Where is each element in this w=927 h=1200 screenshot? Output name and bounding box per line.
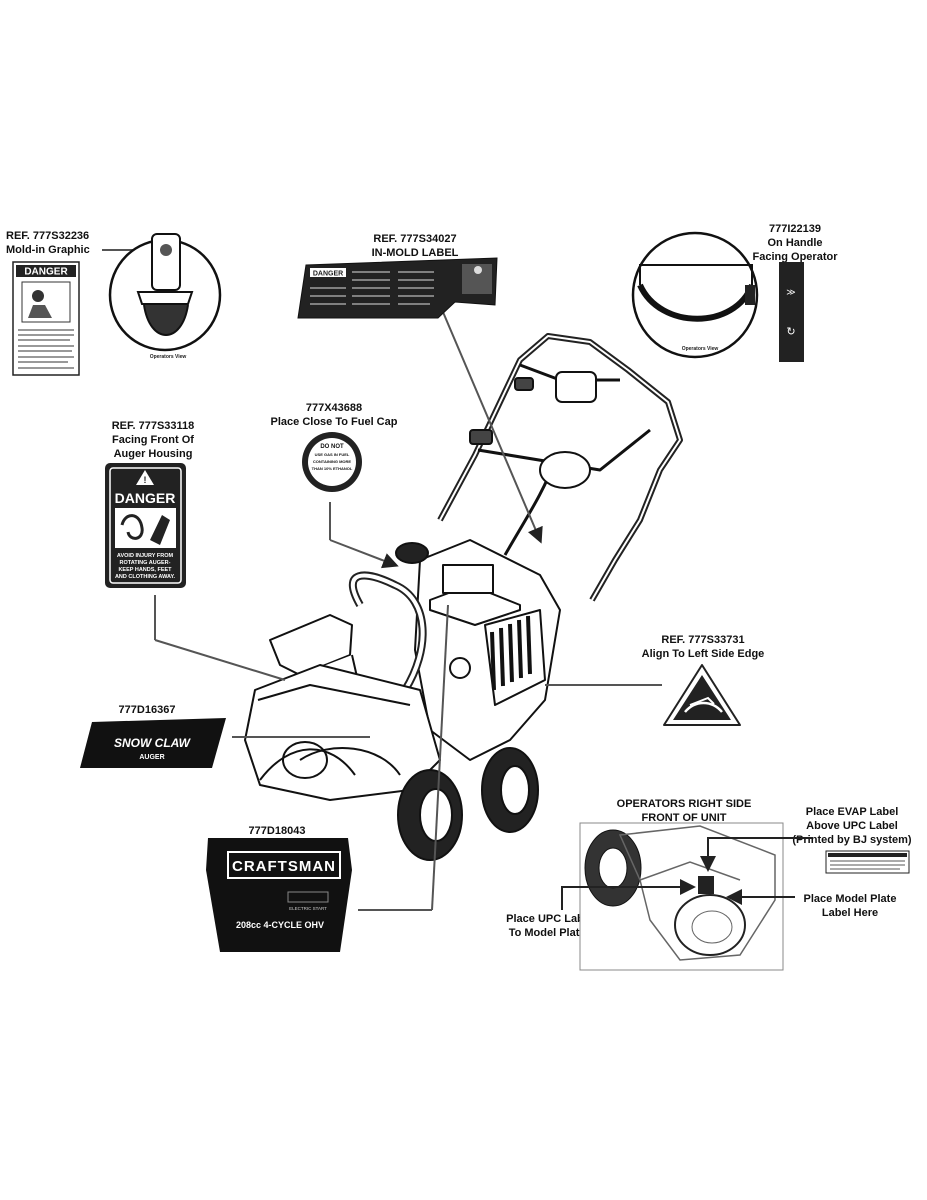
callout-snow-claw: 777D16367 [112, 703, 182, 717]
inset-title-line: FRONT OF UNIT [641, 812, 727, 824]
warning-line: KEEP HANDS, FEET [118, 567, 172, 573]
mold-graphic-label: DANGER [12, 261, 80, 376]
auger-text: AUGER [139, 754, 164, 761]
snow-claw-text: SNOW CLAW [114, 736, 192, 750]
callout-ref: REF. 777S32236 [6, 230, 90, 242]
operators-view-caption: Operators View [682, 346, 719, 352]
snowblower-body [244, 333, 683, 861]
callout-left-side: REF. 777S33731 Align To Left Side Edge [630, 633, 776, 661]
callout-ref: 777D16367 [118, 704, 176, 716]
craftsman-panel: CRAFTSMAN ELECTRIC START 208cc 4-CYCLE O… [206, 838, 352, 952]
handle-label: Operators View ≫ ↻ [631, 231, 804, 362]
fuel-cap-label: DO NOT USE GAS IN FUEL CONTAINING MORE T… [302, 432, 362, 492]
callout-mold-graphic: REF. 777S32236 Mold-in Graphic [6, 229, 90, 257]
callout-desc: Place Close To Fuel Cap [270, 416, 398, 428]
callout-desc: Auger Housing [113, 448, 193, 460]
operators-view-circle-left: Operators View [108, 233, 222, 360]
danger-word: DANGER [24, 267, 68, 278]
callout-desc: Above UPC Label [806, 820, 898, 832]
svg-text:!: ! [144, 475, 147, 485]
right-side-inset [561, 822, 910, 971]
warning-line: ROTATING AUGER- [120, 560, 171, 566]
electric-start-text: ELECTRIC START [289, 906, 327, 911]
callout-fuel-cap: 777X43688 Place Close To Fuel Cap [256, 401, 412, 429]
callout-auger-housing: REF. 777S33118 Facing Front Of Auger Hou… [90, 419, 216, 461]
rotate-icon: ↻ [786, 326, 795, 338]
callout-desc: (Printed by BJ system) [792, 834, 912, 846]
engine-text: 208cc 4-CYCLE OHV [236, 920, 324, 930]
fuel-text-line: THAN 10% ETHANOL [312, 466, 353, 471]
callout-desc: Facing Operator [752, 251, 838, 263]
fuel-text-line: USE GAS IN FUEL [315, 452, 350, 457]
callout-ref: REF. 777S33731 [661, 634, 745, 646]
leader-lines [102, 249, 662, 911]
left-side-warning-triangle [663, 664, 741, 726]
chevron-icon: ≫ [786, 287, 795, 297]
snow-claw-decal: SNOW CLAW AUGER [80, 718, 226, 768]
fuel-text-line: CONTAINING MORE [313, 459, 351, 464]
callout-desc: Label Here [821, 907, 879, 919]
callout-ref: REF. 777S34027 [373, 233, 457, 245]
callout-model-plate: Place Model Plate Label Here [794, 892, 906, 920]
callout-desc: On Handle [767, 237, 823, 249]
auger-danger-label: ! DANGER AVOID INJURY FROM ROTATING AUGE… [105, 463, 186, 588]
operators-view-caption: Operators View [150, 354, 187, 360]
callout-desc: Place Model Plate [803, 893, 897, 905]
callout-in-mold-label: REF. 777S34027 IN-MOLD LABEL [350, 232, 480, 260]
callout-desc: Facing Front Of [112, 434, 194, 446]
inset-title-line: OPERATORS RIGHT SIDE [616, 798, 752, 810]
callout-desc: Mold-in Graphic [6, 244, 90, 256]
inset-title: OPERATORS RIGHT SIDE FRONT OF UNIT [604, 797, 764, 825]
callout-desc: Align To Left Side Edge [641, 648, 765, 660]
callout-evap: Place EVAP Label Above UPC Label (Printe… [782, 805, 922, 847]
danger-word: DANGER [313, 271, 343, 278]
callout-handle-label: 777I22139 On Handle Facing Operator [740, 222, 850, 264]
callout-ref: 777X43688 [305, 402, 363, 414]
callout-desc: Place EVAP Label [805, 806, 899, 818]
callout-ref: 777D18043 [248, 825, 306, 837]
callout-craftsman-panel: 777D18043 [242, 824, 312, 838]
callout-ref: REF. 777S33118 [111, 420, 195, 432]
danger-word: DANGER [115, 490, 176, 506]
warning-line: AND CLOTHING AWAY. [115, 574, 176, 580]
in-mold-label: DANGER [297, 257, 498, 319]
callout-ref: 777I22139 [769, 223, 821, 235]
warning-line: AVOID INJURY FROM [117, 553, 174, 559]
brand-text: CRAFTSMAN [232, 858, 336, 875]
callout-desc: IN-MOLD LABEL [371, 247, 459, 259]
fuel-text-line: DO NOT [320, 444, 344, 450]
